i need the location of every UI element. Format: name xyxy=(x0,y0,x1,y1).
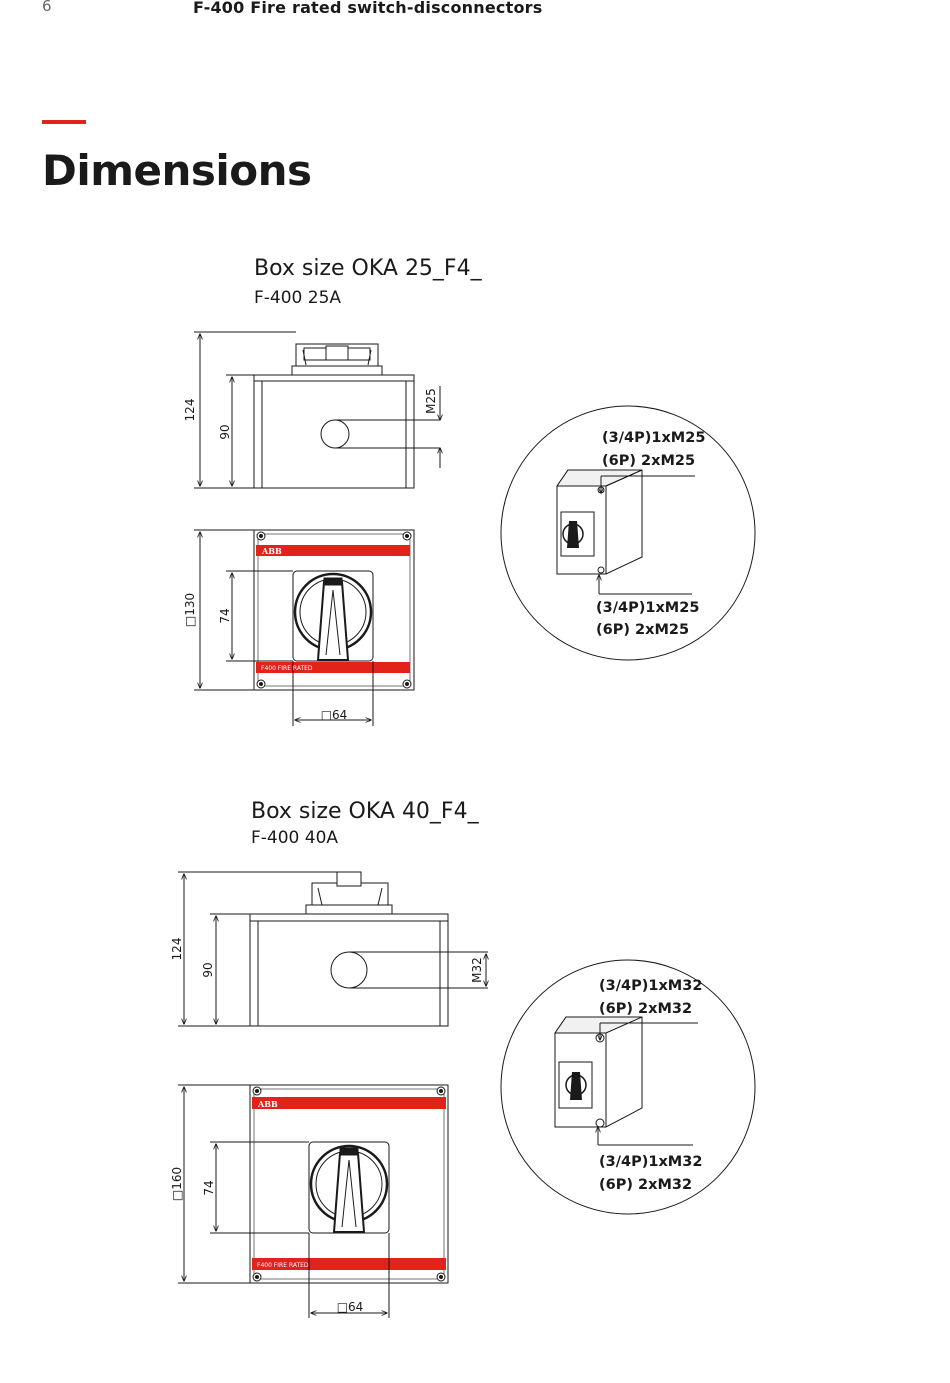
page-title: Dimensions xyxy=(42,146,312,195)
box2-dim-90: 90 xyxy=(201,962,215,977)
box1-stripe-label: F400 FIRE RATED xyxy=(261,665,313,672)
box1-subtitle: F-400 25A xyxy=(254,288,342,308)
accent-rule xyxy=(42,120,86,124)
box1-abb-logo: ABB xyxy=(261,546,282,556)
box2-dim-m32: M32 xyxy=(470,957,484,983)
box2-callout-bottom-1: (3/4P)1xM32 xyxy=(599,1154,702,1170)
box2-abb-logo: ABB xyxy=(257,1099,278,1109)
box1-dim-130: □130 xyxy=(183,593,197,627)
box2-dim-160: □160 xyxy=(170,1167,184,1201)
box1-callout-bottom-1: (3/4P)1xM25 xyxy=(596,600,699,616)
box1-callout-top-2: (6P) 2xM25 xyxy=(602,453,695,469)
box2-dim-64: □64 xyxy=(337,1300,364,1314)
box2-callout-top-1: (3/4P)1xM32 xyxy=(599,978,702,994)
running-header: F-400 Fire rated switch-disconnectors xyxy=(193,0,543,17)
box1-dim-m25: M25 xyxy=(424,388,438,414)
box2-dim-124: 124 xyxy=(170,938,184,961)
box2-callout-bottom-2: (6P) 2xM32 xyxy=(599,1177,692,1193)
box2-callout-top-2: (6P) 2xM32 xyxy=(599,1001,692,1017)
box1-callout-top-1: (3/4P)1xM25 xyxy=(602,430,705,446)
box2-dim-74: 74 xyxy=(202,1180,216,1195)
box1-dim-64: □64 xyxy=(321,708,348,722)
box1-callout-bottom-2: (6P) 2xM25 xyxy=(596,622,689,638)
box1-title: Box size OKA 25_F4_ xyxy=(254,256,482,281)
box2-front-view xyxy=(178,1084,449,1318)
box1-dim-74: 74 xyxy=(218,608,232,623)
box2-subtitle: F-400 40A xyxy=(251,828,339,848)
box1-side-view xyxy=(194,331,440,489)
box1-front-view xyxy=(194,529,415,726)
page-number: 6 xyxy=(42,0,52,15)
box1-dim-124: 124 xyxy=(183,399,197,422)
box1-gland-detail xyxy=(500,405,756,661)
box2-stripe-label: F400 FIRE RATED xyxy=(257,1262,309,1269)
box1-dim-90: 90 xyxy=(218,424,232,439)
box2-side-view xyxy=(178,871,488,1027)
box2-title: Box size OKA 40_F4_ xyxy=(251,799,479,824)
box2-gland-detail xyxy=(500,959,756,1215)
